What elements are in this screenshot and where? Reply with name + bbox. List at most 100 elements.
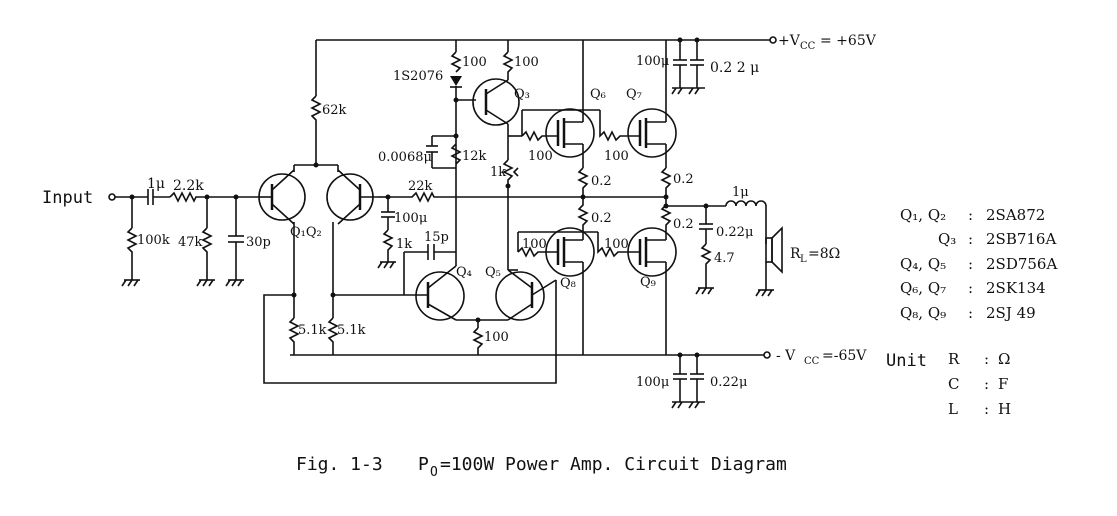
unit-table: Unit R : Ω C : F L : H [886, 350, 1011, 418]
label-q9: Q₉ [640, 275, 656, 290]
load-label: R L =8Ω [790, 246, 840, 265]
source-resistors-upper [577, 167, 672, 200]
tt-row-0-left: Q₁, Q₂ [900, 206, 946, 224]
resistor-100-tail [472, 320, 484, 355]
label-q8: Q₈ [560, 276, 576, 291]
label-c-in: 1μ [147, 176, 165, 192]
svg-text:= +65V: = +65V [820, 33, 877, 49]
resistor-62k [293, 40, 339, 172]
tt-row-2-right: 2SD756A [986, 255, 1057, 273]
svg-text::: : [984, 375, 989, 393]
resistor-100-q3 [450, 40, 476, 248]
capacitor-30p [225, 197, 244, 287]
resistor-100-q3-emitter [502, 40, 514, 80]
label-c-0008: 0.0068μ [378, 150, 432, 165]
label-q6: Q₆ [590, 87, 606, 102]
svg-text:=100W Power Amp. Circuit Diagr: =100W Power Amp. Circuit Diagram [440, 454, 787, 475]
transistor-q4 [404, 248, 478, 321]
svg-text:R: R [790, 246, 801, 262]
label-r-100-g7: 100 [604, 149, 629, 164]
mosfet-q9 [597, 227, 677, 355]
label-c-022-pos: 0.2 2 μ [710, 60, 759, 76]
figure-caption: Fig. 1-3 P O =100W Power Amp. Circuit Di… [296, 454, 787, 480]
label-r-100-a: 100 [462, 55, 487, 70]
vcc-positive-label: +V CC = +65V [778, 33, 877, 52]
svg-text:L: L [800, 254, 807, 265]
svg-text:L: L [948, 400, 958, 418]
positive-rail [316, 36, 777, 44]
svg-text::: : [984, 350, 989, 368]
decoupling-negative [671, 352, 705, 409]
input-node [108, 189, 260, 205]
bias-pot-1k [502, 135, 522, 270]
svg-text:CC: CC [804, 356, 820, 367]
label-r-in: 2.2k [173, 178, 204, 194]
svg-text:=-65V: =-65V [822, 348, 867, 364]
tt-row-1-left: Q₃ [938, 230, 956, 248]
mosfet-q6 [521, 40, 595, 168]
tt-row-4-right: 2SJ 49 [986, 304, 1036, 322]
label-q1q2: Q₁Q₂ [290, 225, 322, 240]
svg-text:=8Ω: =8Ω [808, 246, 840, 262]
label-r-02-c: 0.2 [591, 211, 612, 226]
svg-text::: : [968, 304, 973, 322]
zobel-network [695, 206, 714, 295]
label-r-02-b: 0.2 [673, 172, 694, 187]
label-c-100u-pos: 100μ [636, 54, 669, 69]
compensation [426, 133, 462, 169]
label-c-15p: 15p [424, 230, 449, 245]
label-r-47k: 47k [178, 235, 203, 250]
label-c-022-zobel: 0.22μ [716, 225, 753, 240]
svg-text::: : [968, 230, 973, 248]
bias-loop [263, 280, 557, 384]
svg-text:CC: CC [800, 41, 816, 52]
label-r-100-g9: 100 [604, 237, 629, 252]
label-l-out: 1μ [732, 185, 749, 200]
label-r-100k: 100k [137, 233, 170, 248]
tt-row-2-left: Q₄, Q₅ [900, 255, 946, 273]
svg-text::: : [984, 400, 989, 418]
speaker [755, 226, 783, 297]
resistor-5k1-pair [288, 222, 339, 355]
tt-row-3-right: 2SK134 [986, 279, 1046, 297]
svg-text:O: O [430, 465, 438, 480]
svg-text:R: R [948, 350, 960, 368]
tt-row-4-left: Q₈, Q₉ [900, 304, 946, 322]
label-c-022-neg: 0.22μ [710, 375, 747, 390]
tt-row-1-right: 2SB716A [986, 230, 1056, 248]
feedback-network [377, 191, 583, 269]
label-r-22k: 22k [408, 179, 433, 194]
label-r-100-b: 100 [514, 55, 539, 70]
label-q7: Q₇ [626, 87, 642, 102]
label-r-100-g8: 100 [522, 237, 547, 252]
label-r-5k1-a: 5.1k [298, 323, 327, 338]
label-r-100-tail: 100 [484, 330, 509, 345]
transistor-q2 [326, 169, 378, 225]
svg-text:C: C [948, 375, 959, 393]
resistor-47k [196, 197, 215, 287]
svg-text:P: P [418, 454, 429, 475]
label-r-02-d: 0.2 [673, 217, 694, 232]
transistor-q3 [472, 78, 520, 160]
svg-text:Fig. 1-3: Fig. 1-3 [296, 454, 383, 475]
transistor-q1 [258, 169, 306, 225]
label-r-5k1-b: 5.1k [337, 323, 366, 338]
label-r-02-a: 0.2 [591, 174, 612, 189]
tt-row-3-left: Q₆, Q₇ [900, 279, 946, 297]
label-r-1k-fb: 1k [396, 237, 412, 252]
svg-text:F: F [998, 375, 1008, 393]
label-diode: 1S2076 [393, 69, 443, 84]
svg-text:- V: - V [776, 348, 796, 364]
label-r-62k: 62k [322, 103, 347, 118]
label-r-1k-pot: 1k [490, 165, 506, 180]
svg-text::: : [968, 255, 973, 273]
mosfet-q8 [517, 227, 598, 355]
label-q5: Q₅ [485, 265, 501, 280]
vcc-negative-label: - V CC =-65V [776, 348, 867, 367]
label-q4: Q₄ [456, 265, 472, 280]
unit-title: Unit [886, 351, 927, 371]
label-r-12k: 12k [462, 149, 487, 164]
svg-text::: : [968, 279, 973, 297]
label-c-30p: 30p [246, 235, 271, 250]
